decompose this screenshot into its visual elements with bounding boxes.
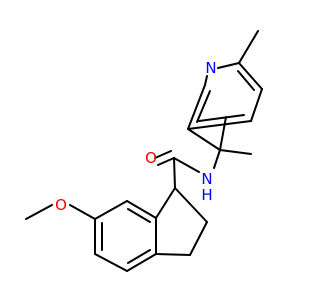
bond-c3a-c4 xyxy=(126,253,157,272)
atom-n-pyridine: N xyxy=(205,59,216,77)
bond-cq-pyridine xyxy=(187,128,221,151)
bond-c4p-c3p-double xyxy=(198,114,245,122)
bonds xyxy=(25,30,263,272)
bond-c2p-c3p-double xyxy=(196,90,211,123)
molecule-structure: O O N H N xyxy=(25,30,263,272)
atom-labels: O O N H N xyxy=(55,59,217,214)
bond-c1-c2 xyxy=(174,187,208,223)
bond-c7-c7a xyxy=(126,200,157,219)
atom-h-amide: H xyxy=(201,186,212,204)
bond-c6p-methyl xyxy=(238,30,259,64)
bond-carbonyl-o-2 xyxy=(154,150,172,159)
bond-c3-c3a xyxy=(155,253,191,256)
bond-c6-c7 xyxy=(94,200,128,220)
bond-c4-c5 xyxy=(94,253,128,272)
bond-c2-c3 xyxy=(189,221,208,256)
bond-n-cq xyxy=(213,149,221,169)
bond-c6p-c5p xyxy=(238,62,263,90)
bond-c3p-c2p xyxy=(187,84,206,130)
bond-c5p-c4p xyxy=(250,88,263,122)
bond-cq-methyl2 xyxy=(219,149,252,155)
bond-carbonyl-n xyxy=(173,157,200,173)
bond-c6p-c5p-double xyxy=(237,70,255,91)
bond-methyl-o xyxy=(25,204,53,220)
bond-c1-carbonyl xyxy=(173,157,176,189)
atom-o-methoxy: O xyxy=(55,196,67,214)
bond-c3a-c4-double xyxy=(127,249,151,264)
bond-c2p-n xyxy=(204,75,208,86)
bond-c7a-c1 xyxy=(155,187,176,219)
atom-o-carbonyl: O xyxy=(145,149,157,167)
bond-c4p-c3p xyxy=(187,120,252,130)
bond-carbonyl-o-1 xyxy=(157,157,175,166)
bond-n-c6p xyxy=(217,62,240,69)
bond-c7-c7a-double xyxy=(127,208,151,223)
bond-o-c6 xyxy=(69,204,96,220)
atom-n-amide: N xyxy=(201,170,212,188)
bond-cq-methyl1 xyxy=(219,116,227,151)
